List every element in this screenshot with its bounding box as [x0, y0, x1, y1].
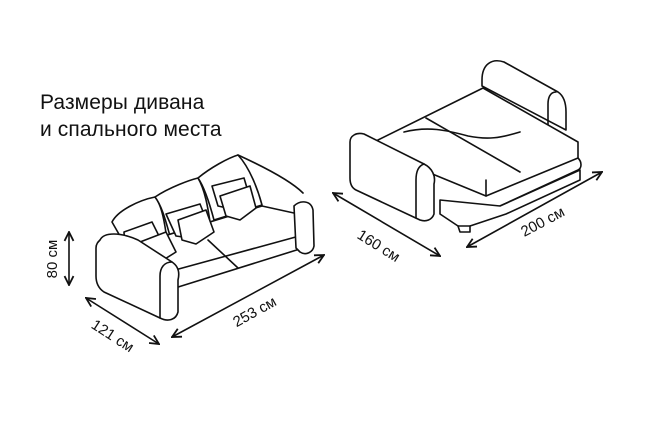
sofa-height-dimension: 80 см: [44, 232, 69, 285]
unfolded-bed-drawing: [349, 60, 582, 233]
bed-back-rest: [481, 60, 567, 131]
folded-sofa-drawing: [95, 154, 315, 321]
title-line-2: и спального места: [40, 118, 222, 141]
title-line-1: Размеры дивана: [40, 91, 205, 114]
bed-width-label: 160 см: [354, 227, 403, 266]
sofa-height-label: 80 см: [44, 240, 61, 279]
pillow-6: [219, 185, 257, 221]
sofa-depth-label: 121 см: [88, 316, 137, 356]
sofa-width-label: 253 см: [230, 293, 279, 331]
sofa-right-arm: [293, 201, 315, 255]
bed-length-label: 200 см: [518, 203, 567, 240]
pillow-4: [177, 209, 215, 245]
diagram-title: Размеры дивана и спального места: [40, 89, 222, 143]
